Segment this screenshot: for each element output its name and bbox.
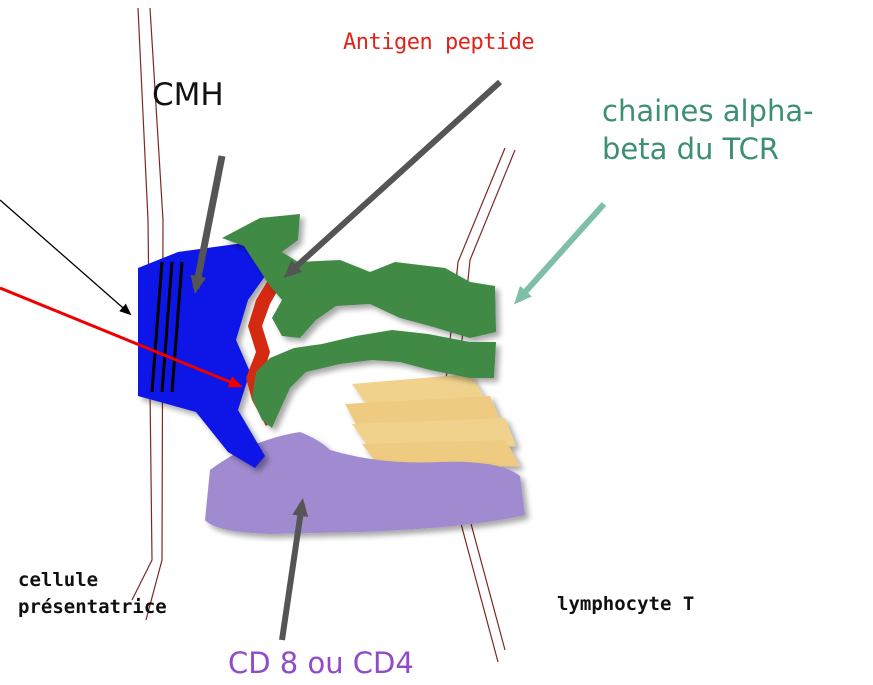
coreceptor-label: CD 8 ou CD4 (228, 649, 414, 678)
antigen-pointer-arrow (288, 82, 500, 274)
cmh-label: CMH (152, 80, 224, 111)
tcr-label-line2: beta du TCR (602, 131, 814, 169)
tcr-label: chaines alpha- beta du TCR (602, 93, 814, 168)
cd3-complex (345, 374, 520, 470)
presenting-cell-label-line2: présentatrice (18, 594, 167, 621)
presenting-cell-label-line1: cellule (18, 567, 167, 594)
tcr-label-line1: chaines alpha- (602, 93, 814, 131)
lymphocyte-label: lymphocyte T (557, 595, 694, 614)
presenting-cell-label: cellule présentatrice (18, 567, 167, 621)
antigen-peptide-label: Antigen peptide (343, 32, 534, 54)
tcr-pointer-arrow (518, 204, 604, 300)
